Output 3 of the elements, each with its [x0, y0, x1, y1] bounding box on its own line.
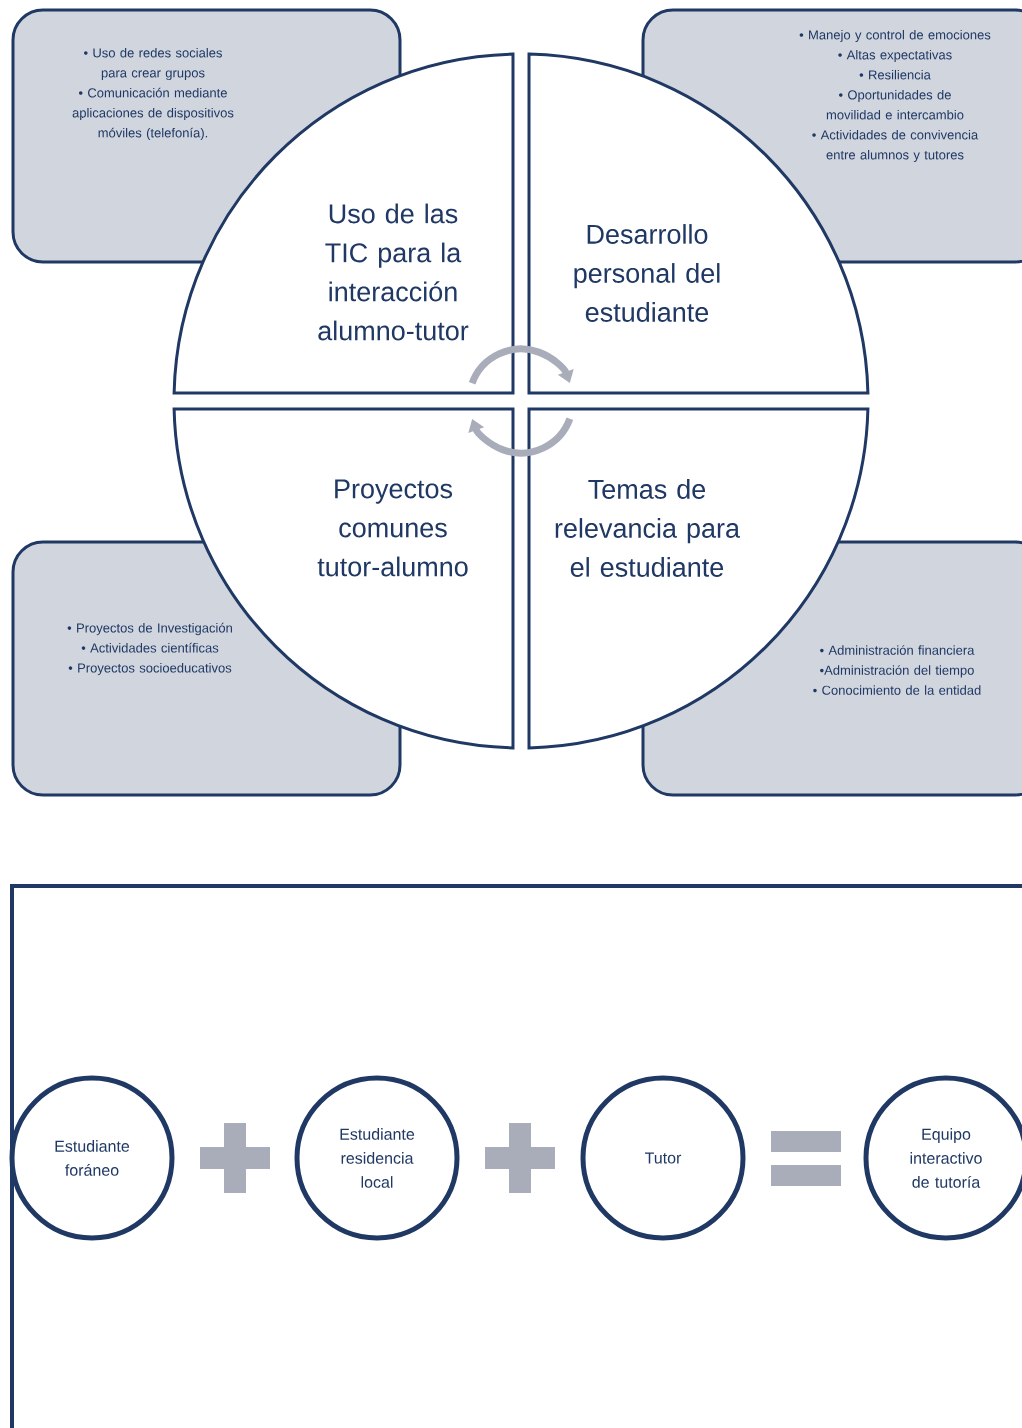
cycle-arrow [468, 417, 574, 457]
frame-box [10, 884, 1022, 1428]
cycle-arrow [468, 345, 574, 385]
